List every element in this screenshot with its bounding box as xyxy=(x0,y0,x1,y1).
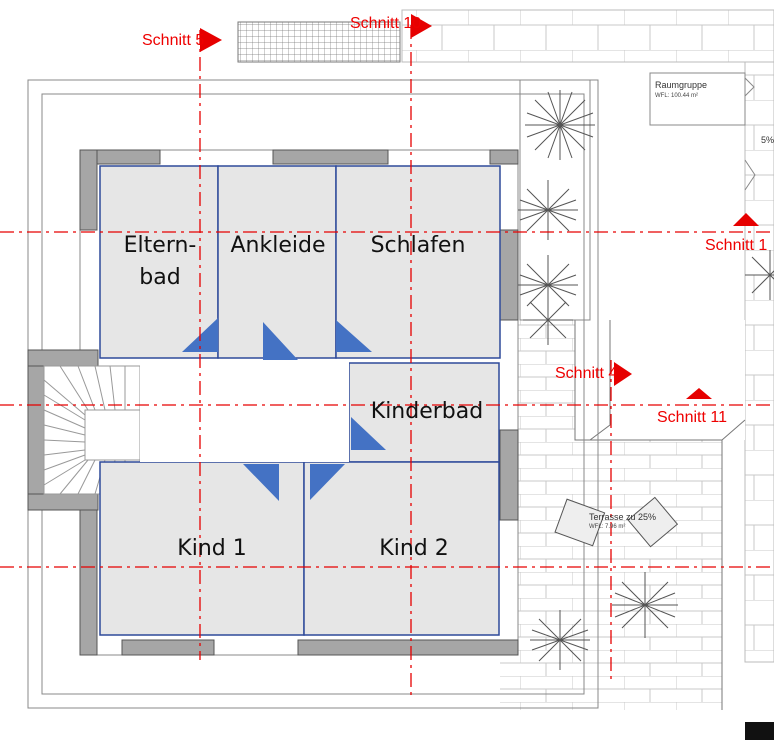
room-ankleide: Ankleide xyxy=(230,233,326,258)
right-paving xyxy=(744,61,774,663)
raumgruppe-label: Raumgruppe xyxy=(655,80,708,90)
terrace-area: WFL: 7.96 m² xyxy=(589,524,626,530)
rooms xyxy=(99,165,501,636)
room-kinderbad: Kinderbad xyxy=(370,399,484,424)
room-kind1: Kind 1 xyxy=(177,536,247,561)
room-schlafen: Schlafen xyxy=(370,233,466,258)
section-label-10: Schnitt 10 xyxy=(350,15,422,32)
section-label-11: Schnitt 11 xyxy=(657,409,727,426)
walls xyxy=(27,149,519,656)
room-kind2: Kind 2 xyxy=(379,536,449,561)
hallway xyxy=(140,362,349,462)
grating xyxy=(237,21,401,63)
plants xyxy=(518,90,774,670)
percent-label: 5% xyxy=(760,135,774,145)
terrace-label: Terrasse zu 25% xyxy=(589,512,657,522)
raumgruppe-box xyxy=(649,72,746,126)
section-lines xyxy=(0,25,774,700)
raumgruppe-area: WFL: 100.44 m² xyxy=(655,93,699,99)
section-label-4: Schnitt 4 xyxy=(555,365,618,382)
section-label-1: Schnitt 1 xyxy=(705,237,768,254)
planter xyxy=(519,79,591,321)
section-markers xyxy=(200,14,759,399)
terrace-chairs xyxy=(554,496,679,548)
section-label-5: Schnitt 5 xyxy=(142,32,205,49)
top-paving xyxy=(401,9,774,63)
room-elternbad: Eltern- bad xyxy=(123,233,197,290)
